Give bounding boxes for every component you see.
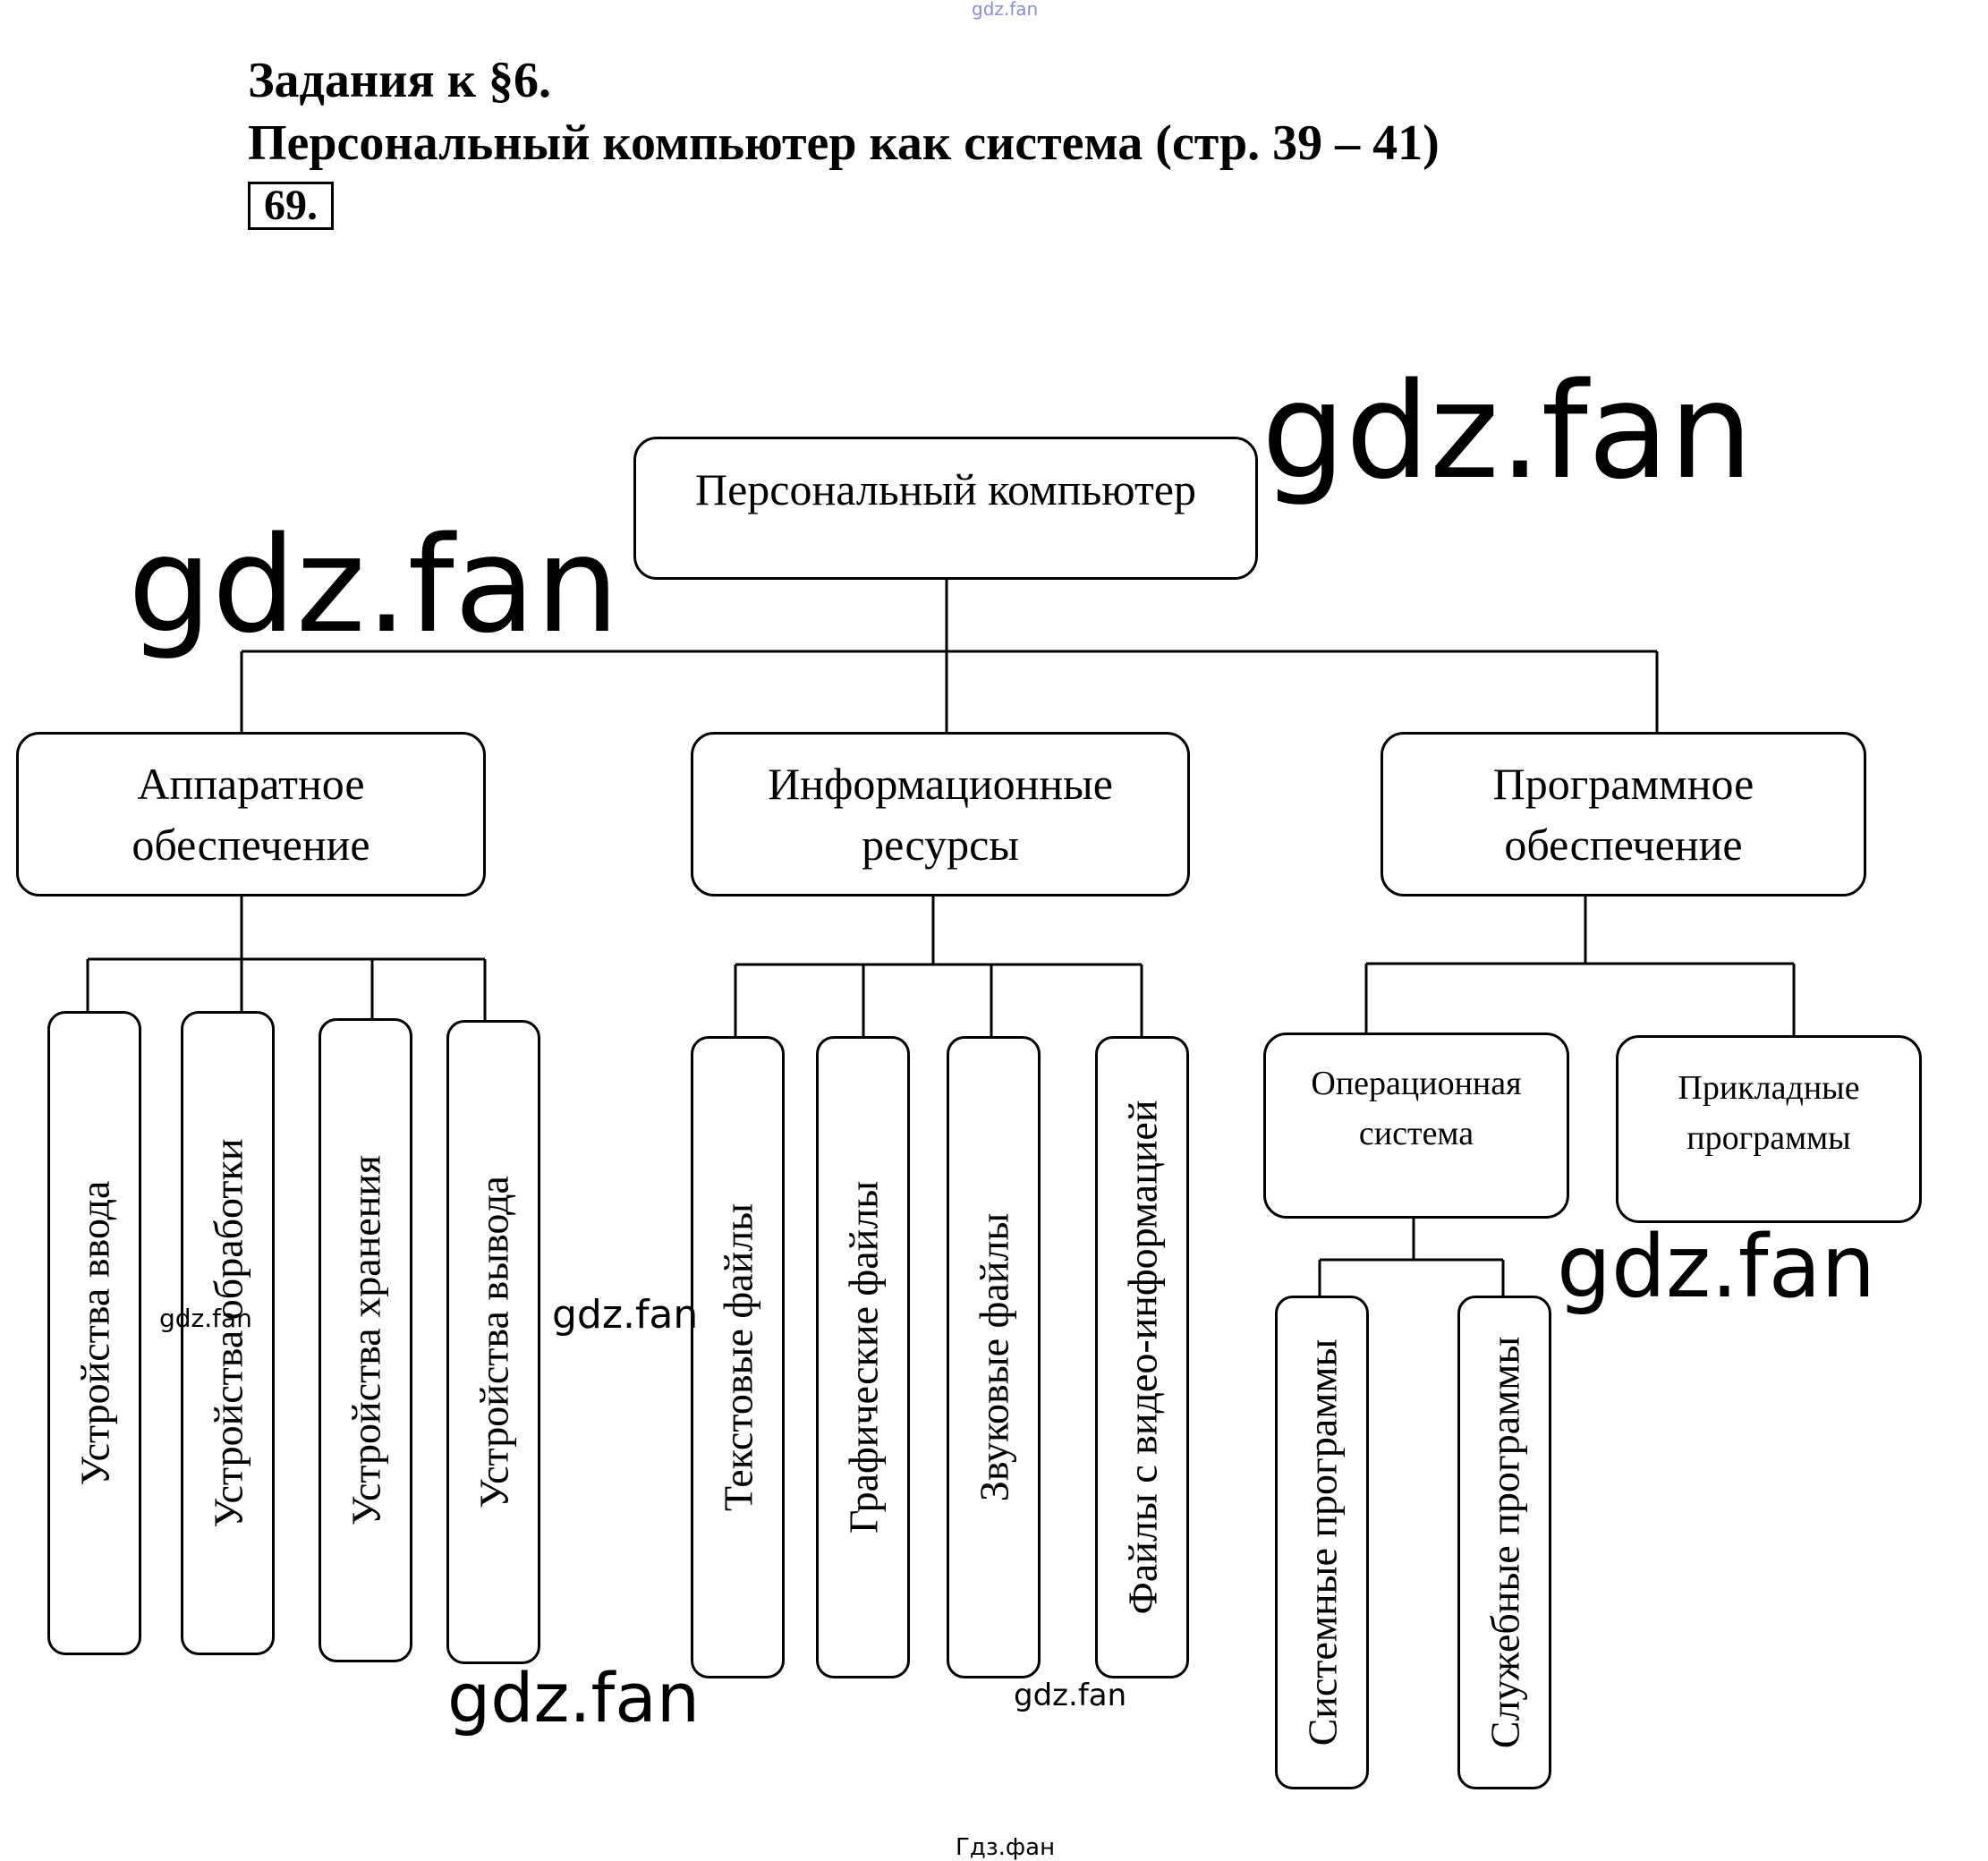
node-info-resources: Информационные ресурсы: [691, 732, 1190, 897]
node-label: Файлы с видео-информацией: [1119, 1100, 1165, 1615]
node-personal-computer: Персональный компьютер: [633, 437, 1258, 580]
node-label: Устройства обработки: [205, 1138, 251, 1528]
node-label: Устройства хранения: [343, 1154, 388, 1526]
node-label: Текстовые файлы: [715, 1202, 760, 1512]
node-storage-devices: Устройства хранения: [319, 1018, 412, 1662]
node-label: Аппаратное обеспечение: [132, 759, 370, 870]
node-application-programs: Прикладные программы: [1616, 1035, 1922, 1223]
node-processing-devices: Устройства обработки: [181, 1011, 275, 1655]
node-software: Программное обеспечение: [1381, 732, 1866, 897]
node-label: Персональный компьютер: [695, 464, 1196, 514]
watermark-medium-center-left: gdz.fan: [552, 1292, 699, 1338]
node-graphic-files: Графические файлы: [816, 1036, 910, 1678]
node-system-programs: Системные программы: [1275, 1296, 1369, 1789]
watermark-large-top-right: gdz.fan: [1262, 354, 1754, 508]
watermark-footer: Гдз.фан: [956, 1834, 1056, 1861]
node-text-files: Текстовые файлы: [691, 1036, 785, 1678]
watermark-large-left: gdz.fan: [128, 508, 620, 662]
node-label: Системные программы: [1299, 1338, 1345, 1746]
node-label: Информационные ресурсы: [768, 759, 1113, 870]
node-label: Устройства ввода: [72, 1180, 117, 1486]
node-utility-programs: Служебные программы: [1457, 1296, 1551, 1789]
task-number-badge: 69.: [248, 182, 334, 230]
watermark-small-bottom-center: gdz.fan: [1014, 1678, 1127, 1713]
node-video-files: Файлы с видео-информацией: [1095, 1036, 1189, 1678]
node-label: Устройства вывода: [471, 1176, 516, 1508]
watermark-large-right: gdz.fan: [1557, 1217, 1876, 1317]
watermark-top-small: gdz.fan: [972, 0, 1039, 20]
node-label: Графические файлы: [840, 1180, 886, 1534]
node-operating-system: Операционная система: [1263, 1032, 1569, 1219]
node-output-devices: Устройства вывода: [446, 1020, 540, 1664]
section-title: Задания к §6.: [248, 53, 551, 108]
node-label: Программное обеспечение: [1492, 759, 1754, 870]
node-label: Служебные программы: [1482, 1336, 1527, 1749]
watermark-small-left: gdz.fan: [159, 1304, 252, 1333]
node-input-devices: Устройства ввода: [47, 1011, 141, 1655]
node-hardware: Аппаратное обеспечение: [16, 732, 486, 897]
node-label: Прикладные программы: [1678, 1069, 1860, 1157]
page-title: Персональный компьютер как система (стр.…: [248, 115, 1440, 171]
node-label: Операционная система: [1311, 1065, 1522, 1152]
node-label: Звуковые файлы: [971, 1212, 1016, 1502]
watermark-large-bottom-left: gdz.fan: [447, 1658, 701, 1738]
node-sound-files: Звуковые файлы: [947, 1036, 1041, 1678]
